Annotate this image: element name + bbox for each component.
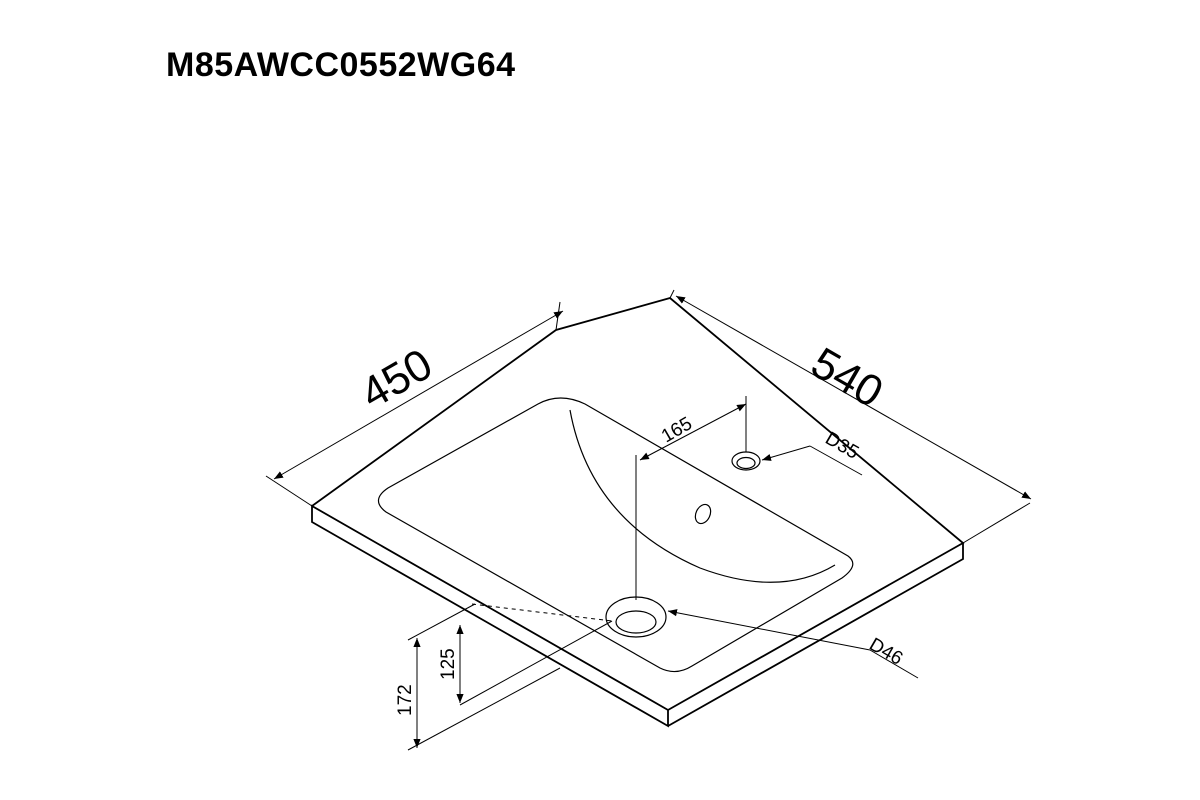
dimension-165-label: 165 <box>658 413 696 447</box>
dimension-540-label: 540 <box>803 338 891 417</box>
drain-hole <box>605 596 667 638</box>
dimension-172-label: 172 <box>395 684 416 716</box>
callout-d46: D46 <box>667 609 919 679</box>
tap-hole <box>731 451 761 471</box>
bowl-rim <box>377 397 854 673</box>
overflow-hole <box>694 503 712 525</box>
dimension-450: 450 <box>265 301 564 507</box>
callout-d35-label: D35 <box>822 428 863 464</box>
dimension-165: 165 <box>635 396 747 600</box>
page-title: M85AWCC0552WG64 <box>166 46 516 84</box>
dimension-540: 540 <box>669 289 1032 544</box>
dimension-450-label: 450 <box>353 340 441 419</box>
dimension-125-label: 125 <box>438 648 459 680</box>
dimension-heights: 125 172 <box>395 603 613 751</box>
callout-d35: D35 <box>761 428 863 476</box>
callout-d46-label: D46 <box>866 634 907 670</box>
